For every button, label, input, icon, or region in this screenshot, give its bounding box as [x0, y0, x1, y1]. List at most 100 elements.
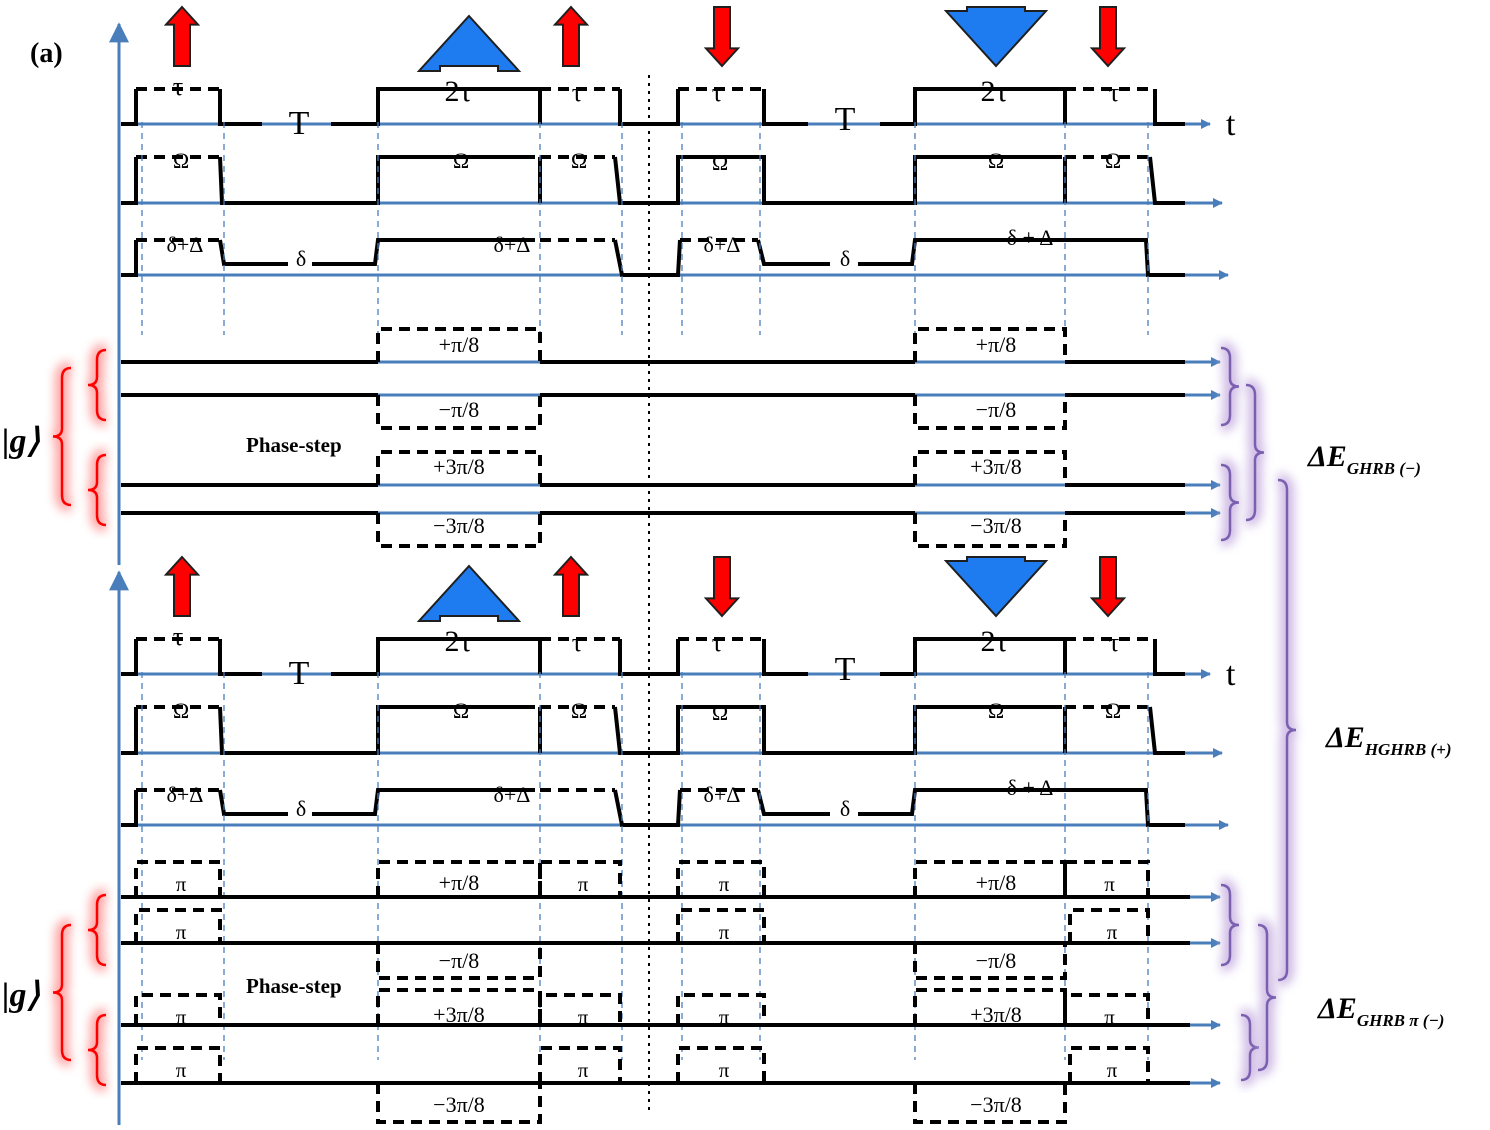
phase-label-bottom-2-2: +3π/8 [970, 1002, 1022, 1027]
top-time-drop1 [218, 89, 262, 126]
pi-label-bottom-0-1: π [578, 872, 589, 896]
left-brace-top-inner-2 [87, 453, 107, 527]
bottom-tau-label-1: τ [173, 622, 183, 651]
bottom-omega-label-3: Ω [571, 698, 587, 723]
bottom-2tau-label-1: 2τ [444, 625, 471, 658]
left-brace-top-outer [52, 366, 72, 507]
pi-pulse-bottom-0-0 [134, 860, 222, 897]
bottom-T-label-1: T [289, 655, 310, 692]
top-omega-label-2: Ω [453, 148, 469, 173]
top-T-label-1: T [289, 105, 310, 142]
phase-pulse-top-1-3 [376, 513, 542, 548]
top-T-label-2: T [835, 101, 856, 138]
phase-label-top-2-1: −π/8 [976, 397, 1017, 422]
top-time-2tau [331, 87, 542, 126]
top-omega-label-3: Ω [571, 148, 587, 173]
top-2tau-label-1: 2τ [444, 75, 471, 108]
top-omega-p4 [613, 155, 1062, 205]
bottom-arrow-up-red-2 [552, 555, 590, 617]
bottom-tau-label-3: τ [712, 628, 722, 657]
top-det-drop1 [218, 239, 288, 266]
phase-label-bottom-1-0: +π/8 [439, 870, 480, 895]
pi-pulse-bottom-2-2 [676, 993, 766, 1025]
phase-pulse-bottom-1-1 [376, 943, 542, 980]
phase-pulse-top-2-1 [913, 395, 1067, 430]
top-tau-label-2: τ [572, 78, 582, 107]
top-arrow-up-red-2 [552, 5, 590, 67]
top-det-start [121, 240, 138, 277]
phase-pulse-top-2-3 [913, 513, 1067, 548]
top-dd-label-1: δ+Δ [167, 232, 204, 257]
phase-pulse-bottom-2-0 [913, 860, 1067, 897]
top-dd-label-3: δ+Δ [704, 232, 741, 257]
bottom-arrow-up-blue [416, 564, 522, 622]
top-dd-label-2: δ+Δ [494, 232, 531, 257]
right-brace-hghrb [1277, 478, 1297, 982]
top-det-drop4 [756, 239, 830, 266]
delta-e-hghrb-plus: ΔEHGHRB (+) [1325, 721, 1452, 759]
phase-pulse-bottom-2-1 [913, 943, 1067, 980]
bottom-time-end [1153, 639, 1185, 676]
top-dd-label-4: δ + Δ [1007, 225, 1054, 250]
top-delta-label-1: δ [296, 246, 306, 271]
pi-pulse-bottom-2-3 [1063, 993, 1150, 1025]
top-time-gap [618, 89, 680, 126]
phase-pulse-bottom-2-2 [913, 988, 1067, 1025]
top-omega-label-5: Ω [988, 148, 1004, 173]
phase-label-top-1-2: +3π/8 [433, 454, 485, 479]
top-arrow-down-red-1 [703, 6, 741, 68]
pi-label-bottom-3-0: π [176, 1058, 187, 1082]
bottom-T-label-2: T [835, 651, 856, 688]
bottom-det-gap [613, 789, 682, 827]
pi-pulse-bottom-3-2 [676, 1046, 766, 1083]
phase-label-top-1-1: −π/8 [439, 397, 480, 422]
top-time-start [121, 89, 138, 126]
bottom-time-drop1 [218, 639, 262, 676]
ket-g-label-bottom: |g⟩ [2, 977, 40, 1014]
bottom-det-p5 [858, 788, 1185, 827]
pi-pulse-bottom-3-1 [538, 1046, 622, 1083]
time-axis-label-top: t [1226, 106, 1236, 143]
phase-pulse-bottom-2-3 [913, 1083, 1067, 1124]
pi-label-bottom-1-0: π [176, 920, 187, 944]
bottom-tau-label-2: τ [572, 628, 582, 657]
pi-label-bottom-3-3: π [1107, 1058, 1118, 1082]
top-det-gap [613, 239, 682, 277]
top-arrow-down-blue [943, 6, 1049, 68]
left-brace-bottom-inner-2 [87, 1013, 107, 1087]
bottom-det-drop1 [218, 789, 288, 816]
phase-pulse-bottom-1-0 [376, 860, 542, 897]
top-omega-end [1148, 156, 1185, 205]
phase-label-bottom-2-0: +π/8 [976, 870, 1017, 895]
top-omega-label-4: Ω [712, 150, 728, 175]
pi-label-bottom-0-3: π [1104, 872, 1115, 896]
phase-label-bottom-1-1: −π/8 [439, 948, 480, 973]
top-tau-label-1: τ [173, 72, 183, 101]
bottom-time-2tau-b [880, 637, 1067, 676]
top-delta-label-2: δ [840, 246, 850, 271]
delta-e-ghrb-pi-minus: ΔEGHRB π (−) [1317, 992, 1444, 1030]
bottom-time-drop3 [762, 639, 808, 676]
bottom-arrow-down-blue [943, 556, 1049, 618]
phase-pulse-top-1-0 [376, 327, 542, 362]
phase-label-top-2-0: +π/8 [976, 332, 1017, 357]
pi-pulse-bottom-2-0 [134, 993, 222, 1025]
phase-pulse-top-2-0 [913, 327, 1067, 362]
bottom-omega-label-4: Ω [712, 700, 728, 725]
bottom-dd-label-3: δ+Δ [704, 782, 741, 807]
top-det-p5 [858, 238, 1185, 277]
bottom-dd-label-4: δ + Δ [1007, 775, 1054, 800]
phase-pulse-top-1-1 [376, 395, 542, 430]
ket-g-label-top: |g⟩ [2, 423, 40, 460]
pi-label-bottom-2-0: π [176, 1005, 187, 1029]
bottom-omega-label-2: Ω [453, 698, 469, 723]
bottom-omega-start [121, 707, 138, 755]
time-axis-label-bottom: t [1226, 656, 1236, 693]
bottom-time-2tau [331, 637, 542, 676]
phase-label-bottom-2-3: −3π/8 [970, 1092, 1022, 1117]
top-arrow-up-blue [416, 14, 522, 72]
phase-label-top-2-2: +3π/8 [970, 454, 1022, 479]
phase-step-label-top: Phase-step [246, 433, 342, 457]
top-time-drop3 [762, 89, 808, 126]
